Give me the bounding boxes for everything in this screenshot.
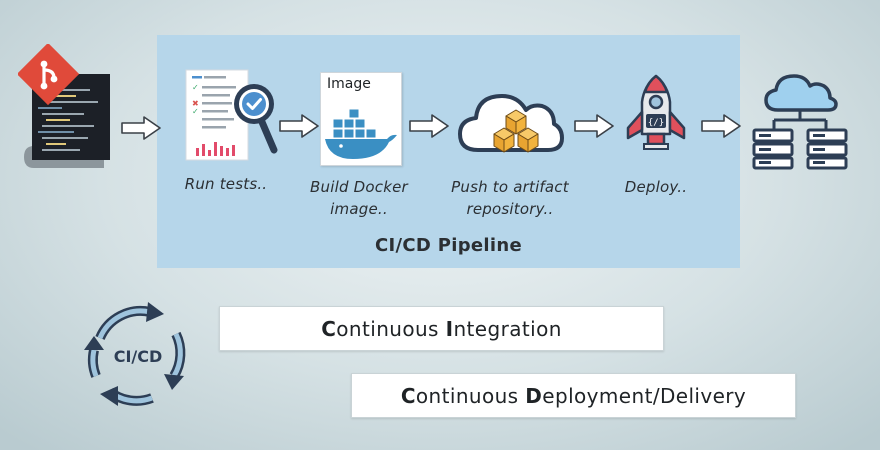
arrow-icon: [701, 114, 741, 138]
cd-text: Continuous Deployment/Delivery: [400, 383, 747, 408]
continuous-integration-box: Continuous Integration: [219, 306, 664, 351]
pipeline-panel: [157, 35, 740, 268]
stage-label-push-artifact: Push to artifact repository..: [451, 178, 569, 218]
git-source-icon: [18, 44, 110, 168]
cycle-arrows-icon: CI/CD: [84, 302, 186, 406]
pipeline-title: CI/CD Pipeline: [375, 235, 522, 256]
stage-label-build-docker: Build Docker image..: [310, 178, 408, 218]
arrow-icon: [121, 116, 161, 140]
arrow-icon: [409, 114, 449, 138]
cloud-boxes-icon: [458, 94, 564, 153]
arrow-icon: [279, 114, 319, 138]
docker-image-icon: Image: [320, 72, 402, 166]
test-report-icon: ✓ ✖ ✓: [185, 69, 278, 161]
svg-text:✓: ✓: [192, 107, 199, 116]
cloud-servers-icon: [752, 74, 848, 170]
svg-text:{/}: {/}: [648, 118, 664, 128]
rocket-icon: {/}: [626, 74, 686, 150]
svg-text:✖: ✖: [192, 99, 199, 108]
ci-text: Continuous Integration: [321, 316, 562, 341]
continuous-deployment-box: Continuous Deployment/Delivery: [351, 373, 796, 418]
cycle-label: CI/CD: [114, 347, 163, 366]
arrow-icon: [574, 114, 614, 138]
stage-label-deploy: Deploy..: [624, 178, 688, 196]
docker-whale-icon: [325, 108, 397, 159]
stage-label-run-tests: Run tests..: [184, 175, 268, 193]
docker-image-caption: Image: [327, 76, 371, 92]
svg-text:✓: ✓: [192, 83, 199, 92]
